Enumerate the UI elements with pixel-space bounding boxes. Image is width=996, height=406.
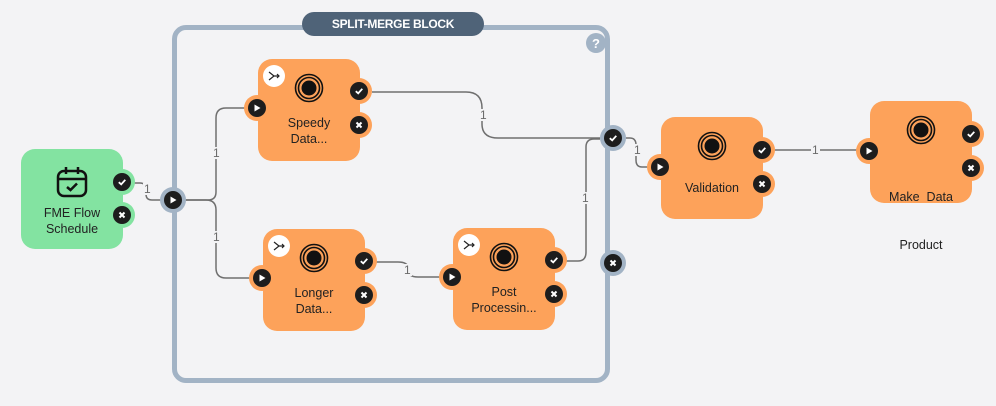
node-label: Longer Data... (294, 286, 334, 316)
edge-label: 1 (403, 263, 412, 277)
edge-label: 1 (633, 143, 642, 157)
speedy-failure-port[interactable] (346, 112, 372, 138)
x-icon (118, 211, 126, 219)
target-icon (906, 115, 936, 145)
target-icon (294, 73, 324, 103)
x-icon (967, 164, 975, 172)
validation-failure-port[interactable] (749, 171, 775, 197)
help-icon[interactable]: ? (586, 33, 606, 53)
node-label: Post Processin... (471, 285, 537, 315)
x-icon (758, 180, 766, 188)
node-make-data-product[interactable]: Make Data Product (870, 101, 972, 252)
play-icon (254, 104, 261, 112)
play-icon (866, 147, 873, 155)
post-success-port[interactable] (541, 247, 567, 273)
split-icon (263, 65, 285, 87)
block-title: SPLIT-MERGE BLOCK (302, 12, 484, 36)
check-icon (550, 257, 558, 264)
edge-label: 1 (811, 143, 820, 157)
edge-label: 1 (581, 191, 590, 205)
longer-failure-port[interactable] (351, 282, 377, 308)
x-icon (360, 291, 368, 299)
play-icon (259, 274, 266, 282)
edge-label: 1 (212, 230, 221, 244)
schedule-failure-port[interactable] (109, 202, 135, 228)
longer-success-port[interactable] (351, 248, 377, 274)
target-icon (299, 243, 329, 273)
play-icon (657, 163, 664, 171)
edge-label: 1 (212, 146, 221, 160)
x-icon (609, 259, 617, 267)
longer-input-port[interactable] (249, 265, 275, 291)
check-icon (967, 131, 975, 138)
check-icon (118, 179, 126, 186)
make-input-port[interactable] (856, 138, 882, 164)
node-label: Speedy Data... (287, 116, 331, 146)
node-speedy-data[interactable]: Speedy Data... (258, 59, 360, 161)
schedule-success-port[interactable] (109, 169, 135, 195)
validation-success-port[interactable] (749, 137, 775, 163)
node-fme-flow-schedule[interactable]: FME Flow Schedule (21, 149, 123, 249)
make-failure-port[interactable] (958, 155, 984, 181)
play-icon (449, 273, 456, 281)
target-icon (489, 242, 519, 272)
speedy-input-port[interactable] (244, 95, 270, 121)
node-label: Make Data Product (889, 190, 953, 252)
target-icon (697, 131, 727, 161)
node-longer-data[interactable]: Longer Data... (263, 229, 365, 331)
split-icon (268, 235, 290, 257)
post-failure-port[interactable] (541, 281, 567, 307)
split-icon (458, 234, 480, 256)
block-failure-port[interactable] (600, 250, 626, 276)
post-input-port[interactable] (439, 264, 465, 290)
edge-label: 1 (143, 182, 152, 196)
check-icon (360, 258, 368, 265)
check-icon (758, 147, 766, 154)
node-label: FME Flow Schedule (43, 206, 101, 236)
check-icon (355, 88, 363, 95)
node-validation[interactable]: Validation (661, 117, 763, 219)
x-icon (550, 290, 558, 298)
block-success-port[interactable] (600, 125, 626, 151)
block-input-port[interactable] (160, 187, 186, 213)
play-icon (170, 196, 177, 204)
x-icon (355, 121, 363, 129)
calendar-check-icon (56, 167, 88, 198)
edge-label: 1 (479, 108, 488, 122)
make-success-port[interactable] (958, 121, 984, 147)
node-post-processing[interactable]: Post Processin... (453, 228, 555, 330)
speedy-success-port[interactable] (346, 78, 372, 104)
check-icon (609, 135, 617, 142)
node-label: Validation (685, 181, 739, 195)
validation-input-port[interactable] (647, 154, 673, 180)
